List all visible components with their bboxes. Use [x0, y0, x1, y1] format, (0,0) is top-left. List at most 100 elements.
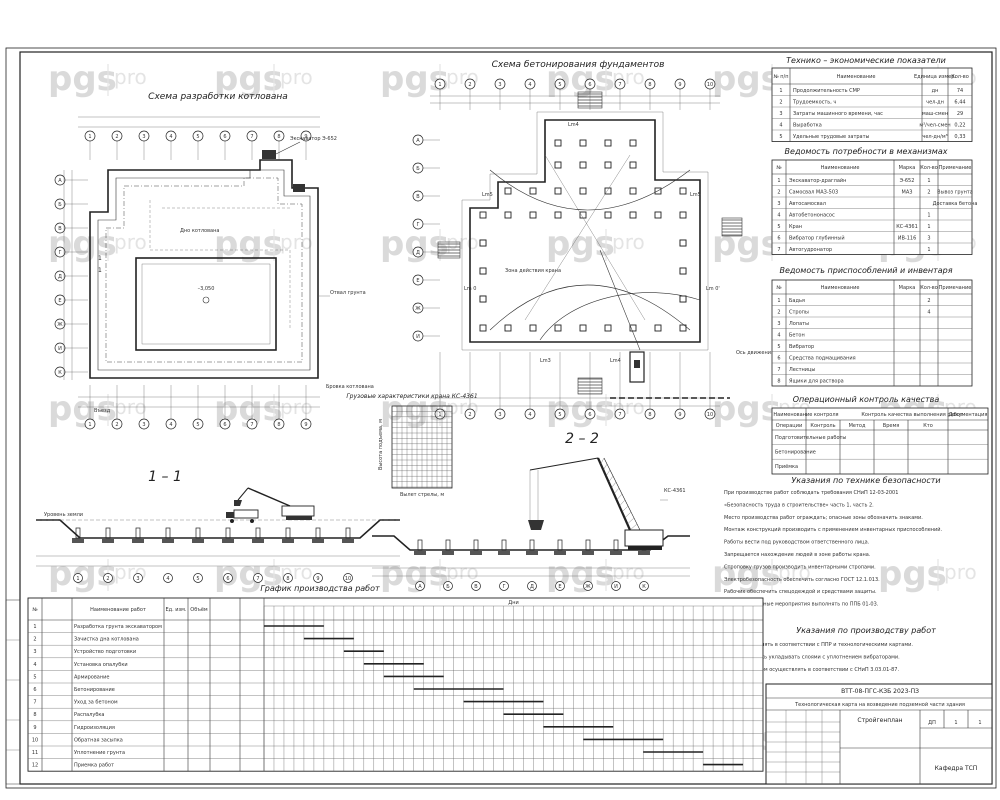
axis-marker: Ж — [54, 318, 66, 330]
svg-text:Подготовительные работы: Подготовительные работы — [775, 435, 846, 441]
svg-text:КС-4361: КС-4361 — [664, 488, 686, 494]
svg-text:2: 2 — [927, 298, 930, 304]
svg-text:10: 10 — [707, 412, 713, 418]
svg-text:Уплотнение грунта: Уплотнение грунта — [74, 750, 125, 756]
svg-text:2: 2 — [468, 412, 471, 418]
svg-text:Lm3: Lm3 — [540, 358, 551, 364]
axis-marker: 9 — [300, 418, 312, 430]
axis-marker: 8 — [273, 418, 285, 430]
svg-text:И: И — [58, 346, 62, 352]
svg-text:1: 1 — [777, 298, 780, 304]
svg-text:8: 8 — [277, 134, 280, 140]
svg-text:Метод: Метод — [849, 423, 866, 429]
svg-text:6,44: 6,44 — [954, 99, 965, 105]
stamp-sheet-name: Стройгенплан — [857, 717, 902, 724]
axis-marker: 5 — [192, 418, 204, 430]
svg-text:1: 1 — [88, 422, 91, 428]
svg-text:Б: Б — [446, 584, 450, 590]
svg-text:Г: Г — [58, 250, 61, 256]
svg-text:pgs: pgs — [380, 554, 449, 594]
ground-level-label: Уровень земли — [44, 512, 83, 518]
svg-text:Вибратор глубинный: Вибратор глубинный — [789, 234, 845, 241]
svg-text:pro: pro — [612, 230, 645, 254]
svg-text:Lm4: Lm4 — [568, 122, 579, 128]
svg-text:5: 5 — [196, 576, 199, 582]
svg-text:Бетонирование: Бетонирование — [74, 687, 115, 693]
svg-text:Д: Д — [416, 250, 420, 256]
svg-text:pro: pro — [944, 560, 977, 584]
axis-marker: Д — [54, 270, 66, 282]
svg-text:4: 4 — [777, 212, 780, 218]
table-header: № — [776, 285, 782, 291]
svg-text:7: 7 — [777, 247, 780, 253]
axis-marker: 7 — [246, 418, 258, 430]
quality-title: Операционный контроль качества — [793, 395, 940, 404]
axis-marker: Б — [412, 162, 424, 174]
safety-line: Противопожарные мероприятия выполнять по… — [724, 602, 879, 608]
safety-line: Рабочих обеспечить спецодеждой и средств… — [724, 588, 877, 595]
svg-text:Доставка бетона: Доставка бетона — [933, 201, 978, 207]
svg-text:Ж: Ж — [585, 584, 591, 590]
ramp-label: Въезд — [94, 408, 111, 414]
axis-marker: К — [54, 366, 66, 378]
svg-text:1: 1 — [927, 247, 930, 253]
svg-text:4: 4 — [777, 332, 780, 338]
svg-text:7: 7 — [33, 700, 36, 706]
svg-text:3: 3 — [779, 111, 782, 117]
svg-text:29: 29 — [957, 111, 963, 117]
svg-text:pro: pro — [612, 560, 645, 584]
axis-marker: В — [412, 190, 424, 202]
axis-marker: 5 — [554, 408, 566, 420]
axis-marker: Г — [54, 246, 66, 258]
svg-text:Ж: Ж — [415, 306, 421, 312]
svg-text:Трудоемкость, ч: Трудоемкость, ч — [792, 99, 836, 105]
svg-text:Обратная засыпка: Обратная засыпка — [74, 737, 123, 743]
safety-line: Электробезопасность обеспечить согласно … — [724, 577, 880, 583]
axis-marker: И — [611, 581, 621, 591]
svg-text:6: 6 — [223, 134, 226, 140]
svg-text:2: 2 — [927, 189, 930, 195]
svg-text:Б: Б — [416, 166, 420, 172]
svg-text:8: 8 — [648, 412, 651, 418]
svg-text:В: В — [416, 194, 420, 200]
svg-text:3: 3 — [136, 576, 139, 582]
svg-text:Наименование работ: Наименование работ — [90, 607, 146, 613]
svg-text:МАЗ: МАЗ — [902, 189, 913, 195]
table-header: № п/п — [773, 74, 788, 80]
axis-marker: В — [54, 222, 66, 234]
svg-text:7: 7 — [250, 422, 253, 428]
svg-text:Е: Е — [558, 584, 561, 590]
axis-marker: 1 — [84, 418, 96, 430]
svg-text:Выработка: Выработка — [793, 122, 822, 128]
axis-marker: 3 — [133, 573, 143, 583]
excavation-scheme-title: Схема разработки котлована — [148, 92, 288, 102]
svg-text:Вибратор: Вибратор — [789, 344, 814, 350]
stamp-stage: ДП — [928, 720, 936, 726]
stamp-org: Кафедра ТСП — [935, 765, 978, 772]
excavator-icon — [262, 150, 276, 159]
axis-marker: 4 — [524, 78, 536, 90]
table-row: Подготовительные работы — [775, 435, 846, 441]
axis-marker: 2 — [464, 78, 476, 90]
svg-text:pgs: pgs — [712, 59, 781, 99]
axis-marker: 4 — [163, 573, 173, 583]
axis-marker: 6 — [223, 573, 233, 583]
svg-text:В: В — [474, 584, 478, 590]
stamp-sheets: 1 — [978, 720, 981, 726]
svg-text:А: А — [418, 584, 422, 590]
safety-title: Указания по технике безопасности — [791, 476, 940, 485]
svg-text:дн: дн — [932, 88, 939, 94]
svg-text:Время: Время — [883, 423, 899, 429]
svg-text:Устройство подготовки: Устройство подготовки — [74, 648, 136, 655]
svg-text:Уход за бетоном: Уход за бетоном — [74, 700, 118, 706]
